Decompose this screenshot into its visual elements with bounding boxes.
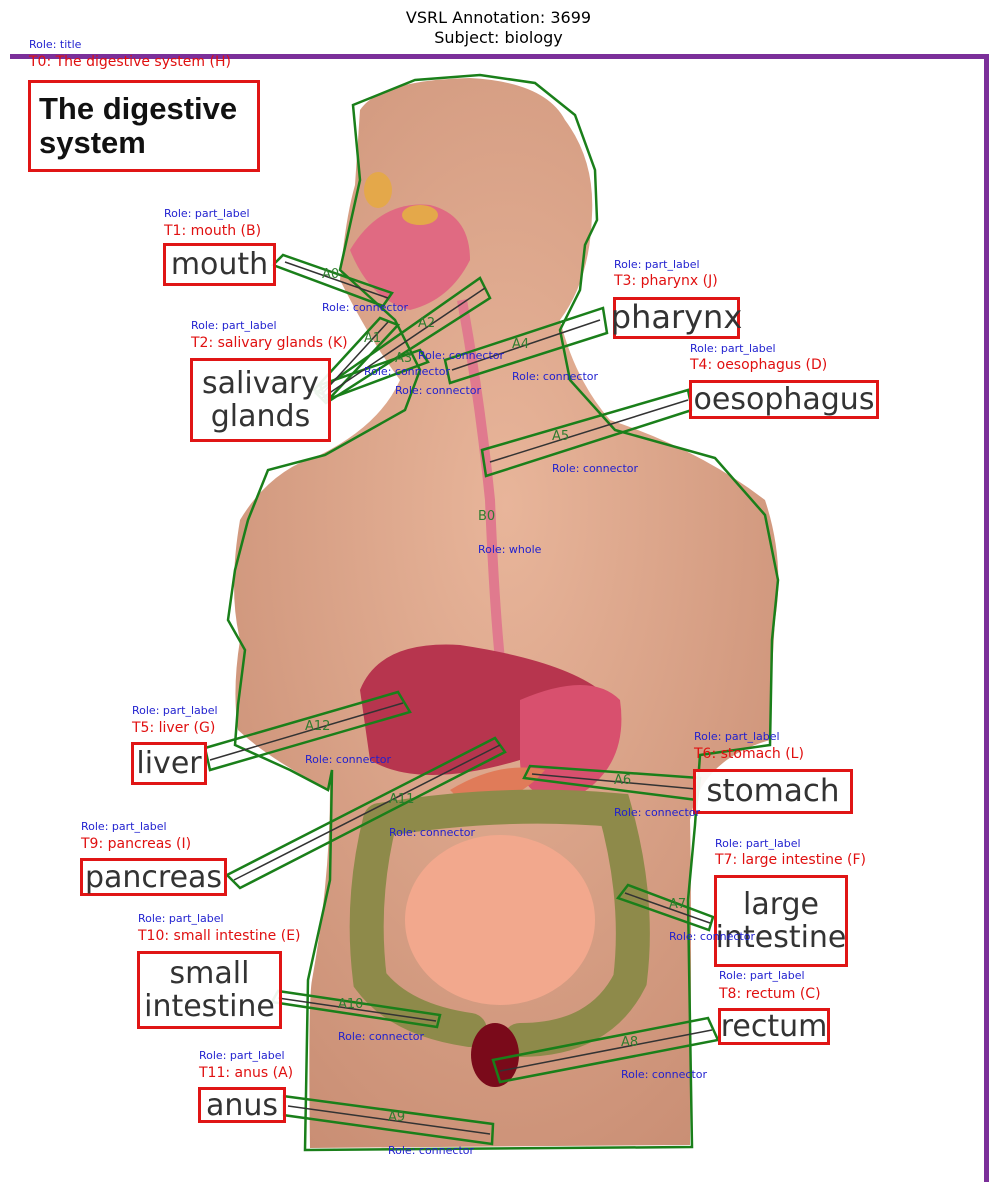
leader-line — [233, 744, 501, 881]
t9-label: T9: pancreas (I) — [81, 836, 192, 852]
anus-label-box: anus — [198, 1087, 286, 1123]
role-label: Role: part_label — [81, 820, 167, 833]
role-label: Role: part_label — [719, 969, 805, 982]
leader-line — [277, 997, 437, 1022]
annotation-id-line: VSRL Annotation: 3699 — [405, 8, 592, 27]
t2-label: T2: salivary glands (K) — [191, 335, 348, 351]
liver-label-box: liver — [131, 742, 207, 785]
small-intestine-shape — [405, 835, 595, 1005]
b0-role: Role: whole — [478, 543, 542, 556]
leader-line — [209, 702, 404, 761]
t4-label: T4: oesophagus (D) — [690, 357, 828, 373]
t7-label: T7: large intestine (F) — [715, 852, 867, 868]
a10-id: A10 — [338, 997, 364, 1012]
a0-id: A0 — [322, 267, 340, 282]
a4-id: A4 — [512, 337, 530, 352]
oesophagus-label-box: oesophagus — [689, 380, 879, 419]
a12-role: Role: connector — [305, 753, 392, 766]
rectum-shape — [471, 1023, 519, 1087]
t1-label: T1: mouth (B) — [164, 223, 262, 239]
leader-line — [284, 261, 389, 299]
role-label: Role: title — [29, 38, 82, 51]
a2-role: Role: connector — [418, 349, 505, 362]
mouth-cavity-shape — [350, 204, 470, 310]
a8-role: Role: connector — [621, 1068, 708, 1081]
a12-id: A12 — [305, 719, 331, 734]
a4-role: Role: connector — [512, 370, 599, 383]
frame-right-border — [984, 54, 989, 1182]
salivary-gland-shape — [402, 205, 438, 225]
a5-id: A5 — [552, 429, 570, 444]
role-label: Role: part_label — [715, 837, 801, 850]
connector-a7 — [615, 883, 715, 932]
role-label: Role: part_label — [191, 319, 277, 332]
role-label: Role: part_label — [164, 207, 250, 220]
b0-id: B0 — [478, 509, 496, 524]
role-label: Role: part_label — [138, 912, 224, 925]
leader-line — [287, 1105, 491, 1135]
mouth-label-box: mouth — [163, 243, 276, 286]
leader-line — [321, 287, 486, 399]
role-label: Role: part_label — [614, 258, 700, 271]
leader-line — [489, 399, 689, 463]
a11-role: Role: connector — [389, 826, 476, 839]
frame-top-border — [10, 54, 988, 59]
a6-role: Role: connector — [614, 806, 701, 819]
t3-label: T3: pharynx (J) — [614, 273, 718, 289]
leader-line — [321, 321, 389, 395]
connector-a4 — [443, 306, 609, 385]
connector-a12 — [203, 690, 412, 772]
role-label: Role: part_label — [199, 1049, 285, 1062]
leader-line — [451, 319, 601, 371]
pharynx-label-box: pharynx — [611, 297, 742, 339]
a1-role: Role: connector — [364, 365, 451, 378]
a9-role: Role: connector — [388, 1144, 475, 1157]
a6-id: A6 — [614, 773, 632, 788]
t5-label: T5: liver (G) — [132, 720, 216, 736]
pancreas-label-box: pancreas — [80, 858, 227, 896]
a3-id: A3 — [395, 351, 413, 366]
t11-label: T11: anus (A) — [199, 1065, 294, 1081]
oesophagus-shape — [457, 299, 505, 661]
role-label: Role: part_label — [690, 342, 776, 355]
t6-label: T6: stomach (L) — [694, 746, 804, 762]
salivary-gland-shape — [364, 172, 392, 208]
t0-label: T0: The digestive system (H) — [29, 54, 231, 70]
a7-id: A7 — [669, 897, 687, 912]
a10-role: Role: connector — [338, 1030, 425, 1043]
connector-a0 — [270, 253, 394, 308]
large-intestine-label-box: large intestine — [714, 875, 848, 967]
a3-role: Role: connector — [395, 384, 482, 397]
stomach-label-box: stomach — [693, 769, 853, 814]
role-label: Role: part_label — [694, 730, 780, 743]
leader-line — [624, 892, 711, 924]
a7-role: Role: connector — [669, 930, 756, 943]
salivary-glands-label-box: salivary glands — [190, 358, 331, 442]
leader-line — [531, 773, 697, 790]
a8-id: A8 — [621, 1035, 639, 1050]
t8-label: T8: rectum (C) — [719, 986, 821, 1002]
title-box: The digestive system — [28, 80, 260, 172]
t10-label: T10: small intestine (E) — [138, 928, 301, 944]
a2-id: A2 — [418, 316, 436, 331]
a1-id: A1 — [364, 331, 382, 346]
annotation-header: VSRL Annotation: 3699 Subject: biology — [0, 8, 997, 48]
a11-id: A11 — [389, 792, 415, 807]
role-label: Role: part_label — [132, 704, 218, 717]
human-body-illustration — [234, 78, 779, 1148]
leader-line — [499, 1029, 713, 1072]
whole-body-outline — [226, 73, 780, 1152]
a9-id: A9 — [388, 1110, 406, 1125]
connector-a11 — [224, 736, 507, 890]
subject-line: Subject: biology — [434, 28, 563, 47]
a5-role: Role: connector — [552, 462, 639, 475]
small-intestine-label-box: small intestine — [137, 951, 282, 1029]
a0-role: Role: connector — [322, 301, 409, 314]
rectum-label-box: rectum — [718, 1008, 830, 1045]
